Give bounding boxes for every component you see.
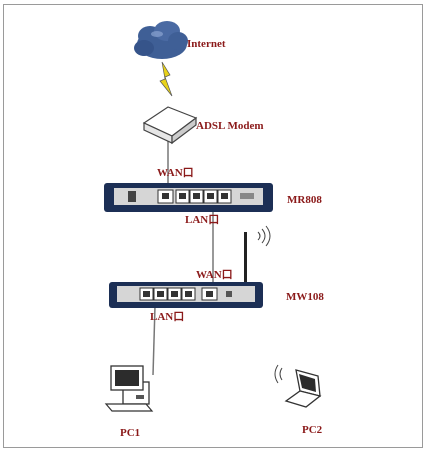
diagram-frame (3, 4, 423, 448)
router1-wan-label: WAN口 (157, 166, 194, 179)
wireless-signal-icon (257, 225, 271, 247)
internet-label: Internet (187, 38, 226, 50)
modem-icon (142, 106, 198, 145)
router2-device (109, 232, 263, 308)
laptop-icon (284, 369, 322, 408)
cloud-icon (134, 21, 188, 59)
router1-lan-label: LAN口 (185, 213, 219, 226)
modem-label: ADSL Modem (196, 120, 264, 132)
pc1-label: PC1 (120, 427, 140, 439)
lightning-icon (159, 61, 173, 97)
router1-label: MR808 (287, 194, 322, 206)
pc2-label: PC2 (302, 424, 323, 436)
router2-label: MW108 (286, 291, 324, 303)
router2-pc1-link (152, 305, 156, 376)
desktop-pc-icon (104, 365, 154, 412)
wireless-signal-pc2-icon (274, 364, 283, 384)
router2-wan-label: WAN口 (196, 268, 233, 281)
router1-device (104, 183, 273, 212)
router2-lan-label: LAN口 (150, 310, 184, 323)
